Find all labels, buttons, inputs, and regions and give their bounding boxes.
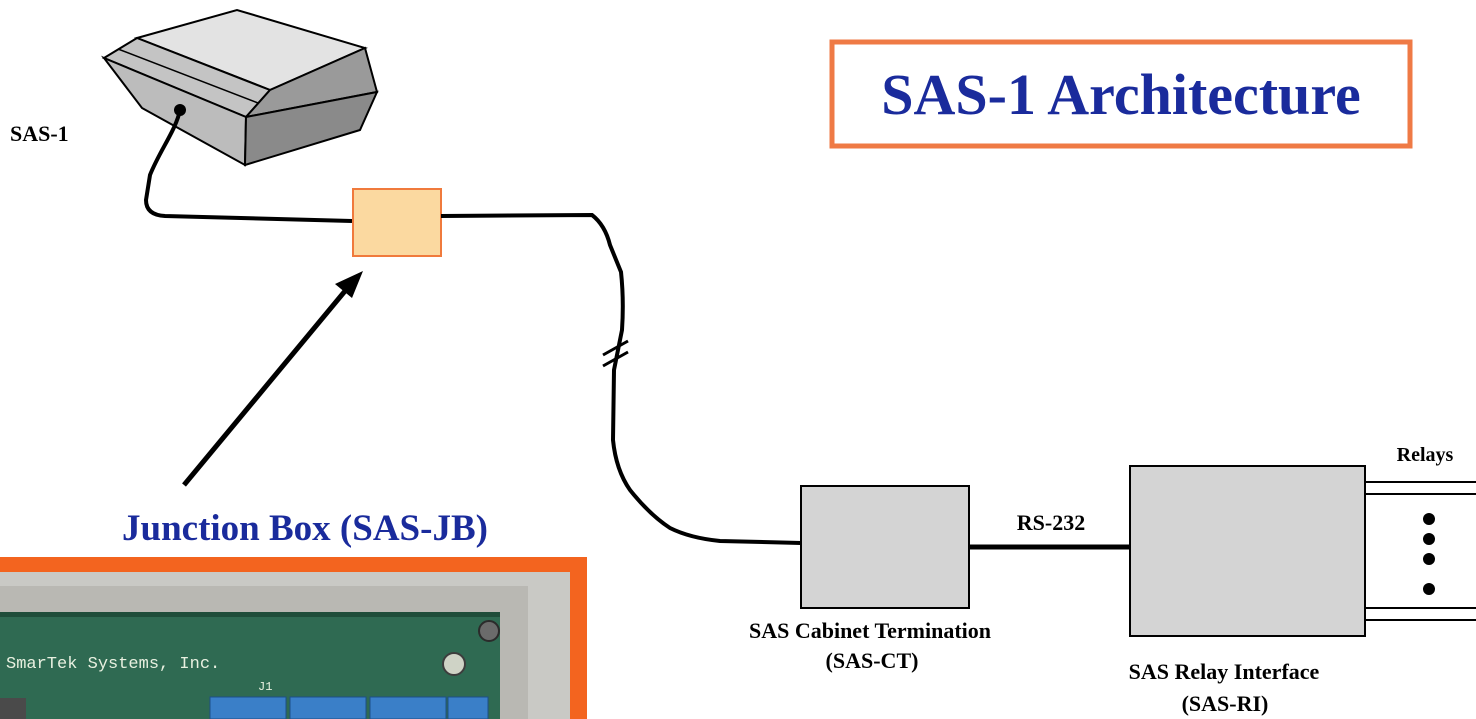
- sas1-label: SAS-1: [10, 121, 69, 146]
- relay-interface-box: [1129, 465, 1366, 637]
- main-cable: [440, 212, 802, 545]
- cabinet-termination-label: SAS Cabinet Termination: [749, 618, 991, 643]
- rs232-label: RS-232: [1017, 510, 1085, 535]
- cable-break-mark: [602, 350, 629, 368]
- cable-break-mark: [602, 339, 629, 357]
- relays-label: Relays: [1397, 444, 1454, 466]
- sensor-cable: [143, 109, 353, 223]
- relay-interface-label: SAS Relay Interface: [1129, 659, 1320, 684]
- photo-company-text: SmarTek Systems, Inc.: [6, 655, 220, 674]
- junction-box: [352, 188, 442, 257]
- sas1-sensor-icon: [100, 8, 379, 167]
- relay-interface-id: (SAS-RI): [1182, 691, 1269, 716]
- photo-board-text: J1: [258, 680, 272, 694]
- relay-output-lines: [1365, 481, 1476, 621]
- junction-box-label: Junction Box (SAS-JB): [122, 508, 488, 549]
- junction-box-photo: SmarTek Systems, Inc. J1: [0, 557, 587, 719]
- junction-box-arrow: [182, 271, 363, 487]
- title-box: SAS-1 Architecture: [829, 39, 1413, 149]
- diagram-title: SAS-1 Architecture: [881, 62, 1361, 127]
- cabinet-termination-box: [800, 485, 970, 609]
- cabinet-termination-id: (SAS-CT): [826, 648, 919, 673]
